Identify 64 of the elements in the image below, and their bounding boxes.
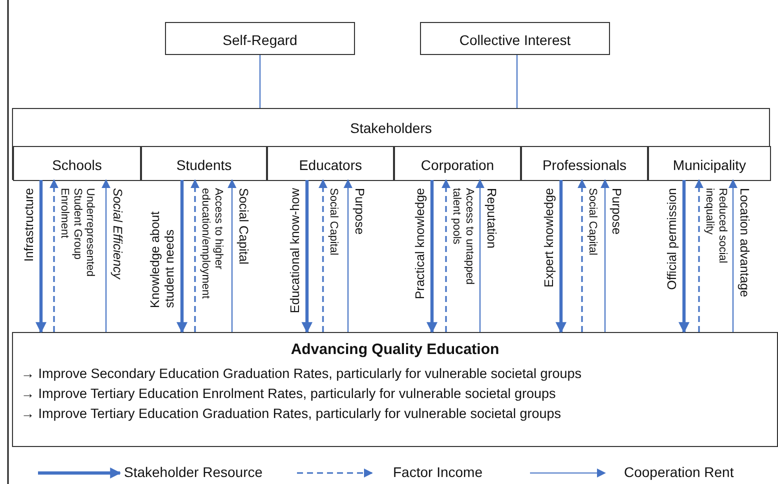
edge-label: Location advantage bbox=[737, 188, 752, 298]
arrow bbox=[556, 180, 566, 334]
node-label: Professionals bbox=[541, 156, 628, 174]
arrow bbox=[228, 179, 236, 332]
stakeholder-box bbox=[648, 146, 771, 181]
goal-item: → Improve Secondary Education Graduation Rates, particularly for vulnerable societal groups bbox=[21, 365, 583, 383]
stakeholder-box bbox=[13, 146, 141, 181]
arrow bbox=[318, 179, 328, 332]
edge-label: Knowledge about student needs bbox=[148, 210, 177, 308]
arrow bbox=[176, 180, 188, 334]
arrow bbox=[302, 180, 312, 334]
edge-label: Purpose bbox=[352, 188, 366, 235]
edge-label: Access to higher education/employment bbox=[199, 188, 224, 301]
legend-label: Factor Income bbox=[393, 464, 482, 480]
edge-label: Expert knowledge bbox=[542, 188, 556, 288]
stakeholder-box bbox=[141, 146, 267, 181]
goal-box bbox=[12, 332, 778, 447]
edge-label: Social Capital bbox=[236, 188, 250, 264]
edge-label: Practical knowledge bbox=[412, 188, 427, 300]
arrow bbox=[426, 180, 438, 334]
stakeholders-box bbox=[12, 108, 770, 180]
connector-line bbox=[259, 55, 261, 108]
node-label: Schools bbox=[51, 156, 103, 174]
edge-label: Reduced social inequality bbox=[703, 188, 728, 266]
edge-label: Reputation bbox=[484, 188, 498, 248]
arrow bbox=[694, 179, 704, 332]
arrow bbox=[728, 179, 738, 332]
arrow bbox=[190, 179, 200, 332]
arrow bbox=[50, 179, 58, 332]
edge-label: Social Capital bbox=[327, 188, 340, 256]
node-label: Students bbox=[175, 156, 233, 174]
edge-label: Social Efficiency bbox=[110, 188, 124, 280]
node-label: Self-Regard bbox=[222, 30, 298, 48]
node-label: Corporation bbox=[420, 156, 496, 174]
arrow bbox=[578, 179, 586, 332]
arrow bbox=[476, 179, 484, 332]
stakeholder-box bbox=[521, 146, 648, 181]
edge-label: Social Capital bbox=[586, 188, 599, 256]
goal-item: → Improve Tertiary Education Enrolment Rates, particularly for vulnerable societal groups bbox=[21, 385, 557, 403]
node-label: Collective Interest bbox=[458, 30, 572, 48]
arrow bbox=[36, 180, 46, 334]
node-label: Municipality bbox=[672, 156, 748, 174]
goal-item: → Improve Tertiary Education Graduation Rates, particularly for vulnerable societal groups bbox=[21, 405, 562, 423]
goal-heading: Advancing Quality Education bbox=[290, 341, 500, 359]
motive-box bbox=[420, 22, 610, 55]
edge-label: Underrepresented Student Group Enrolment bbox=[58, 188, 96, 279]
edge-label: Access to untapped talent pools bbox=[450, 188, 476, 287]
connector-line bbox=[516, 55, 518, 108]
node-label: Stakeholders bbox=[349, 118, 433, 136]
legend-label: Stakeholder Resource bbox=[124, 464, 263, 480]
node-label: Educators bbox=[298, 156, 364, 174]
arrow bbox=[102, 179, 110, 332]
arrow bbox=[344, 179, 352, 332]
arrow bbox=[442, 179, 450, 332]
stakeholder-box bbox=[267, 146, 394, 181]
motive-box bbox=[165, 22, 355, 55]
edge-label: Infrastructure bbox=[22, 188, 36, 262]
edge-label: Official permission bbox=[664, 188, 679, 290]
edge-label: Purpose bbox=[609, 188, 624, 235]
arrow bbox=[600, 179, 610, 332]
arrow bbox=[678, 180, 690, 334]
edge-label: Educational know-how bbox=[288, 188, 302, 314]
legend-label: Cooperation Rent bbox=[624, 464, 734, 480]
stakeholder-box bbox=[394, 146, 521, 181]
